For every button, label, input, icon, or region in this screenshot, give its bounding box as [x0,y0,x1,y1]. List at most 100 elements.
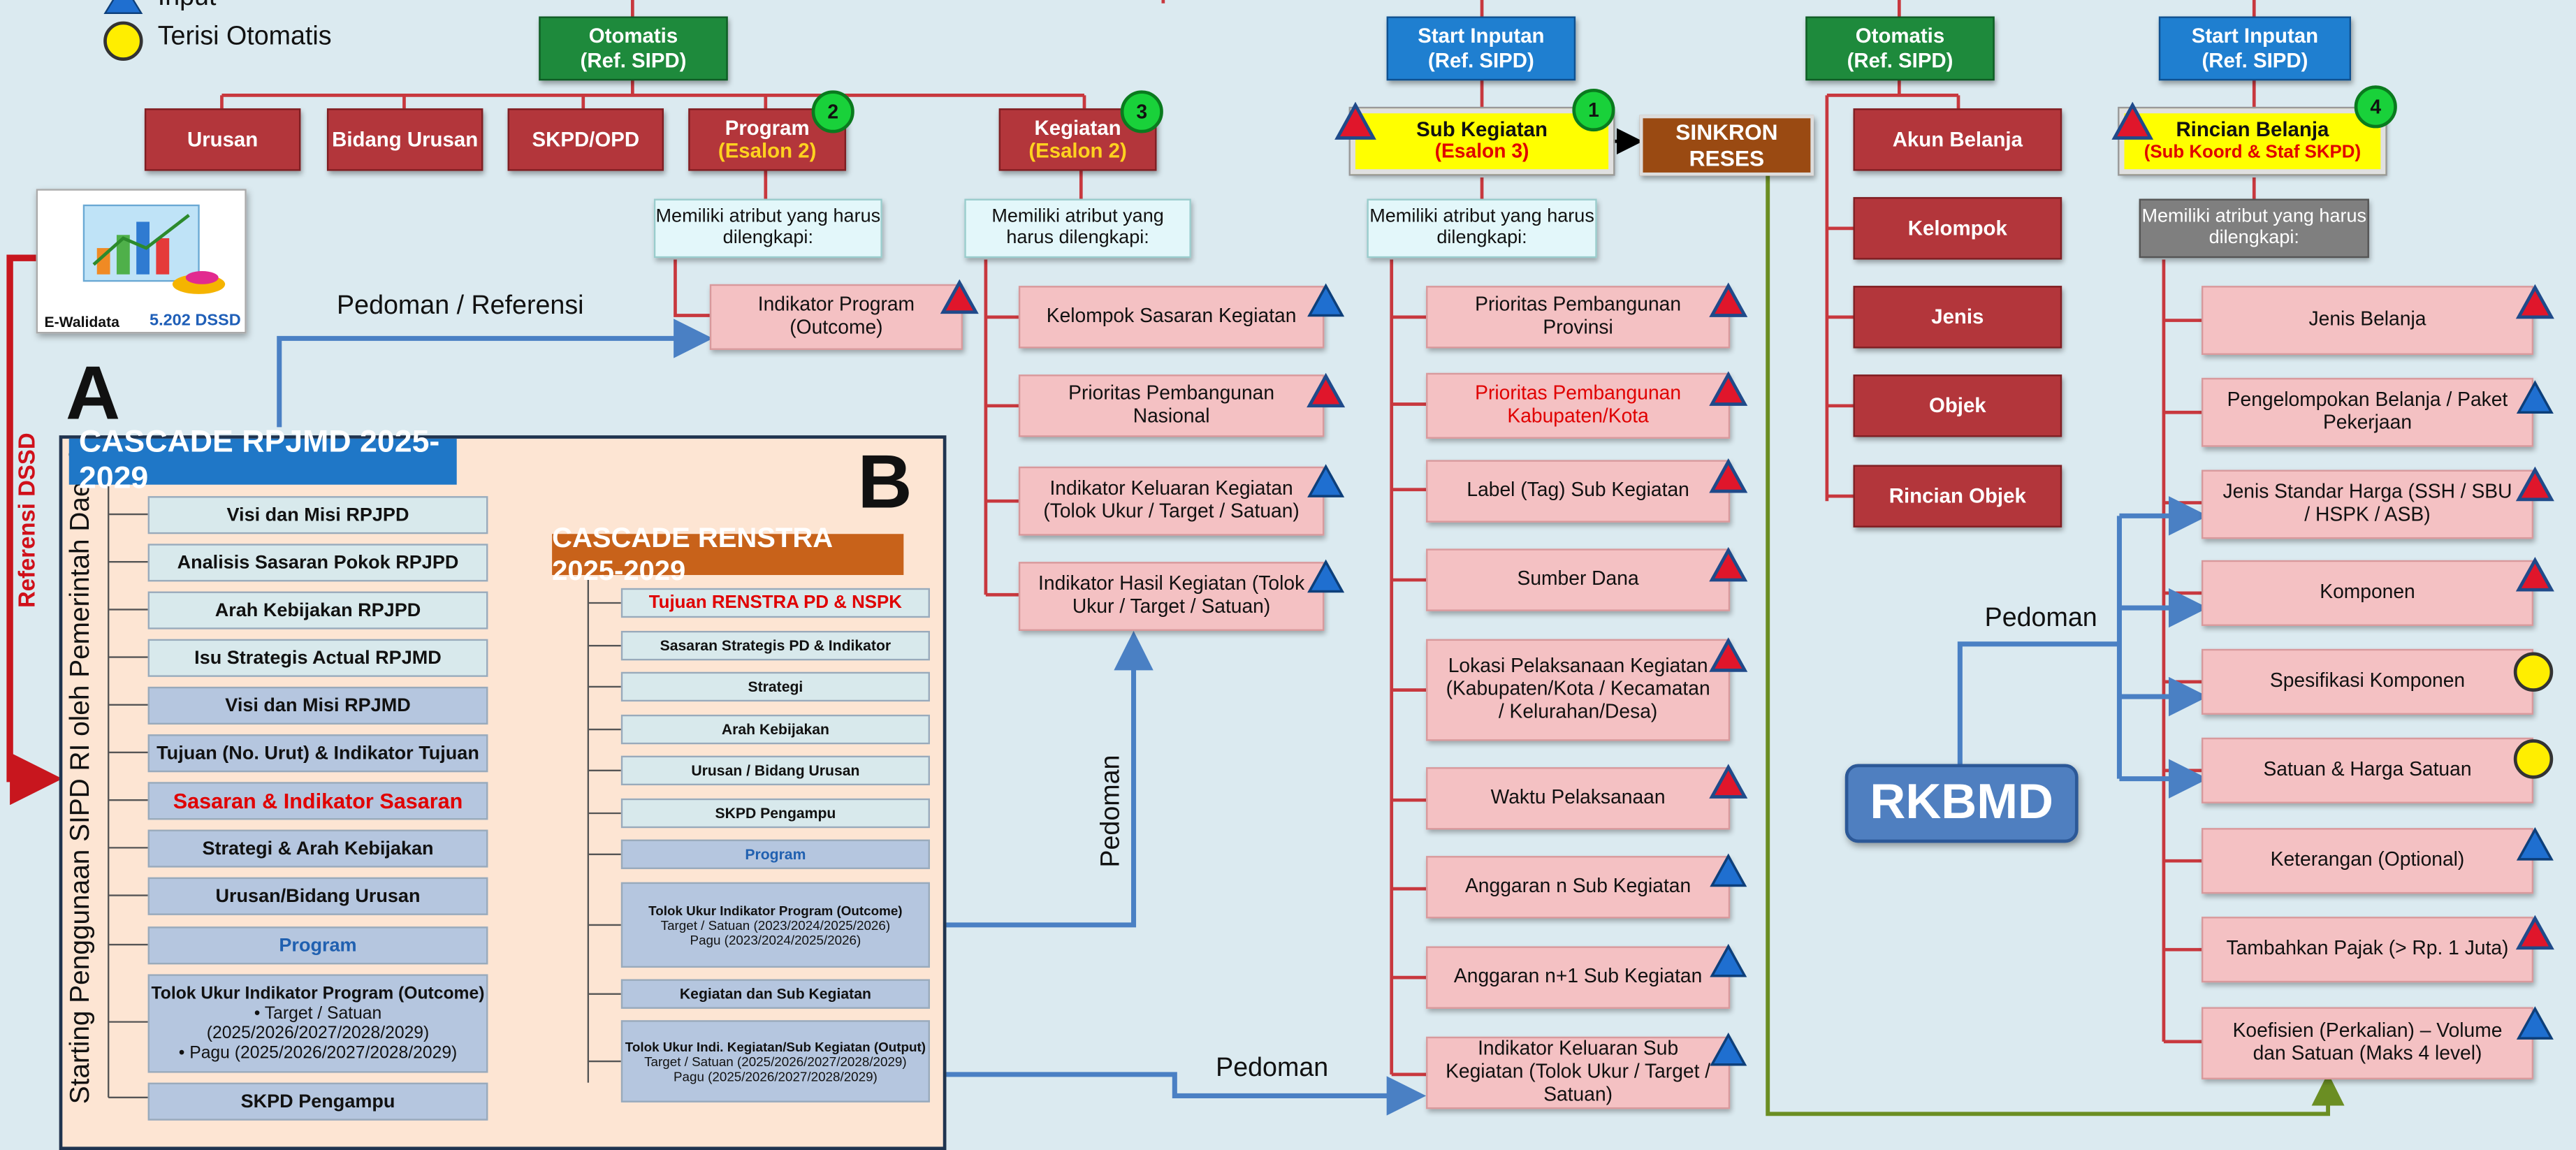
cascade-rpjmd-item: Program [147,926,488,965]
cascade-rpjmd-item: Arah Kebijakan RPJPD [147,591,488,629]
cascade-rpjmd-item: Analisis Sasaran Pokok RPJPD [147,544,488,582]
cascade-renstra-item: Arah Kebijakan [620,714,930,745]
sub-kegiatan-attribute-item: Indikator Keluaran Sub Kegiatan (Tolok U… [1426,1036,1731,1109]
input-triangle-icon [1334,101,1376,140]
rincian-attribute-item: Komponen [2202,560,2534,626]
cascade-renstra-item: Strategi [620,671,930,702]
input-triangle-icon [2516,380,2554,414]
pedoman-label: Pedoman [1097,755,1126,868]
input-triangle-icon [1709,458,1748,493]
kegiatan-attribute-item: Prioritas Pembangunan Nasional [1018,374,1325,437]
program-box: Program(Esalon 2) [688,108,847,171]
cascade-renstra-tolok-kegiatan: Tolok Ukur Indi. Kegiatan/Sub Kegiatan (… [620,1020,930,1102]
legend-input-label: Input [158,0,217,13]
akun-item: Kelompok [1853,197,2062,260]
rincian-attribute-item: Satuan & Harga Satuan [2202,737,2534,803]
rincian-attribute-item: Keterangan (Optional) [2202,828,2534,894]
input-triangle-icon [1307,372,1346,408]
pedoman-label: Pedoman [1984,604,2097,633]
input-triangle-icon [1710,853,1747,887]
input-triangle-icon [1709,764,1748,799]
input-triangle-icon [1709,547,1748,582]
cascade-rpjmd-item: Strategi & Arah Kebijakan [147,829,488,868]
rincian-attribute-item: Tambahkan Pajak (> Rp. 1 Juta) [2202,917,2534,983]
dssd-count: 5.202 DSSD [149,312,241,330]
program-attributes-label: Memiliki atribut yang harus dilengkapi: [653,198,882,259]
sub-kegiatan-attribute-item: Lokasi Pelaksanaan Kegiatan (Kabupaten/K… [1426,639,1731,741]
sub-kegiatan-attribute-item: Anggaran n+1 Sub Kegiatan [1426,946,1731,1009]
rincian-attributes-label: Memiliki atribut yang harus dilengkapi: [2139,198,2369,259]
cascade-rpjmd-item: Sasaran & Indikator Sasaran [147,782,488,820]
input-triangle-icon [1307,283,1345,317]
cascade-rpjmd-item: Isu Strategis Actual RPJMD [147,639,488,677]
cascade-rpjmd-tolok-item: Tolok Ukur Indikator Program (Outcome) •… [147,974,488,1073]
sub-kegiatan-box: Sub Kegiatan(Esalon 3) [1348,106,1615,176]
rkbmd-box: RKBMD [1844,764,2079,843]
sub-kegiatan-attribute-item: Anggaran n Sub Kegiatan [1426,856,1731,919]
cascade-renstra-item: Program [620,839,930,869]
sub-kegiatan-attribute-item: Prioritas Pembangunan Provinsi [1426,286,1731,349]
auto-filled-circle-icon [2513,652,2554,692]
input-triangle-icon [103,0,143,14]
indikator-program-item: Indikator Program (Outcome) [709,284,963,350]
input-triangle-icon [1307,559,1345,593]
input-triangle-icon [2515,466,2554,502]
referensi-dssd-label: Referensi DSSD [13,432,40,609]
step-badge-rincian: 4 [2354,85,2397,129]
input-triangle-icon [1709,637,1748,672]
skpd-opd-box: SKPD/OPD [507,108,664,171]
input-triangle-icon [1307,464,1345,497]
header-otomatis-left: Otomatis(Ref. SIPD) [539,16,728,81]
input-triangle-icon [2516,1006,2554,1040]
akun-item: Rincian Objek [1853,465,2062,527]
section-letter-b: B [857,438,912,525]
cascade-renstra-tolok-program: Tolok Ukur Indikator Program (Outcome) T… [620,882,930,968]
input-triangle-icon [1710,943,1747,977]
input-triangle-icon [1710,1032,1747,1066]
rincian-attribute-item: Spesifikasi Komponen [2202,648,2534,715]
cascade-renstra-item: Urusan / Bidang Urusan [620,755,930,786]
sub-kegiatan-attribute-item: Label (Tag) Sub Kegiatan [1426,460,1731,523]
auto-filled-circle-icon [2513,739,2554,779]
cascade-renstra-title: CASCADE RENSTRA 2025-2029 [552,522,904,585]
input-triangle-icon [1709,371,1748,406]
header-otomatis-right: Otomatis(Ref. SIPD) [1805,16,1995,81]
rincian-attribute-item: Jenis Standar Harga (SSH / SBU / HSPK / … [2202,470,2534,539]
input-triangle-icon [2515,915,2554,950]
akun-item: Objek [1853,374,2062,437]
kegiatan-attribute-item: Indikator Keluaran Kegiatan (Tolok Ukur … [1018,466,1325,536]
akun-item: Jenis [1853,286,2062,349]
auto-filled-circle-icon [103,21,143,61]
urusan-box: Urusan [144,108,301,171]
cascade-rpjmd-item: Visi dan Misi RPJPD [147,496,488,534]
rincian-attribute-item: Koefisien (Perkalian) – Volume dan Satua… [2202,1007,2534,1079]
rincian-attribute-item: Pengelompokan Belanja / Paket Pekerjaan [2202,377,2534,447]
input-triangle-icon [2515,557,2554,592]
kegiatan-attribute-item: Kelompok Sasaran Kegiatan [1018,286,1325,349]
pedoman-referensi-label: Pedoman / Referensi [337,292,584,321]
section-letter-a: A [66,349,121,436]
sub-kegiatan-attribute-item: Sumber Dana [1426,548,1731,611]
legend-auto-label: Terisi Otomatis [157,22,332,51]
rincian-belanja-box: Rincian Belanja(Sub Koord & Staf SKPD) [2118,106,2387,176]
e-walidata-name: E-Walidata [44,314,119,330]
input-triangle-icon [2111,101,2154,140]
cascade-rpjmd-item: Visi dan Misi RPJMD [147,686,488,725]
cascade-renstra-item: Kegiatan dan Sub Kegiatan [620,979,930,1009]
starting-sipd-label: Starting Penggunaan SIPD RI oleh Pemerin… [66,442,96,1105]
rincian-attribute-item: Jenis Belanja [2202,286,2534,355]
input-triangle-icon [940,279,979,314]
step-badge-program: 2 [811,90,854,133]
cascade-rpjmd-item: Urusan/Bidang Urusan [147,877,488,915]
pedoman-label: Pedoman [1216,1054,1329,1083]
header-start-inputan-right: Start Inputan(Ref. SIPD) [2158,16,2351,81]
bidang-urusan-box: Bidang Urusan [326,108,483,171]
chart-illustration-icon [82,204,226,294]
sub-kegiatan-attribute-item: Waktu Pelaksanaan [1426,767,1731,830]
cascade-rpjmd-title: CASCADE RPJMD 2025-2029 [68,425,457,496]
cascade-renstra-item: SKPD Pengampu [620,798,930,829]
kegiatan-attributes-label: Memiliki atribut yang harus dilengkapi: [964,198,1191,259]
sub-kegiatan-attribute-item: Prioritas Pembangunan Kabupaten/Kota [1426,372,1731,439]
cascade-rpjmd-item: Tujuan (No. Urut) & Indikator Tujuan [147,734,488,773]
